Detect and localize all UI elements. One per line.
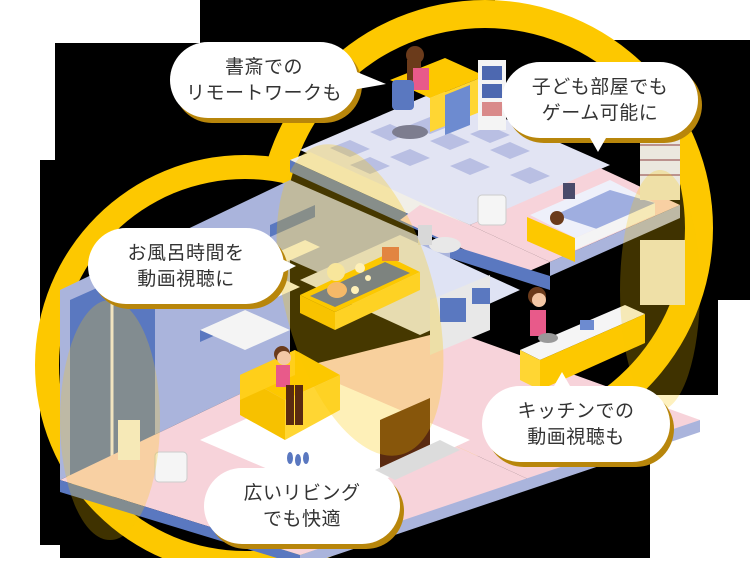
bubble-living-line2: でも快適 xyxy=(262,508,341,530)
bubble-kids-tail xyxy=(590,138,606,152)
speech-bubble-bath: お風呂時間を 動画視聴に xyxy=(88,228,284,304)
speech-bubble-living: 広いリビング でも快適 xyxy=(204,468,400,544)
dresser xyxy=(640,130,680,200)
bubble-bath-tail xyxy=(280,258,296,274)
kitchen-scene xyxy=(430,275,645,390)
bubble-bath-line2: 動画視聴に xyxy=(137,268,235,290)
kids-room-scene xyxy=(527,130,680,262)
speech-bubble-kids-room: 子ども部屋でも ゲーム可能に xyxy=(502,62,698,138)
wifi-router-upper xyxy=(477,194,507,226)
microwave xyxy=(440,298,466,322)
bubble-kitchen-line2: 動画視聴も xyxy=(527,426,625,448)
bubble-study-line1: 書斎での xyxy=(224,56,303,78)
bubble-kids-line2: ゲーム可能に xyxy=(541,102,659,124)
refrigerator xyxy=(640,240,685,305)
bubble-living-line1: 広いリビング xyxy=(243,482,361,504)
speech-bubble-kitchen: キッチンでの 動画視聴も xyxy=(482,386,670,462)
living-scene xyxy=(118,346,460,483)
bubble-kitchen-line1: キッチンでの xyxy=(517,400,635,422)
bubble-bath-line1: お風呂時間を xyxy=(127,242,245,264)
study-scene xyxy=(390,46,506,139)
wifi-router-lower xyxy=(118,420,140,460)
bathtub-icon xyxy=(300,247,420,330)
rice-cooker xyxy=(472,288,490,304)
bubble-study-tail xyxy=(352,70,386,90)
bubble-kitchen-tail xyxy=(554,372,570,386)
bubble-kids-line1: 子ども部屋でも xyxy=(531,76,669,98)
bubble-study-line2: リモートワークも xyxy=(185,82,342,104)
wifi-repeater xyxy=(154,451,188,483)
speech-bubble-study: 書斎での リモートワークも xyxy=(170,42,358,118)
